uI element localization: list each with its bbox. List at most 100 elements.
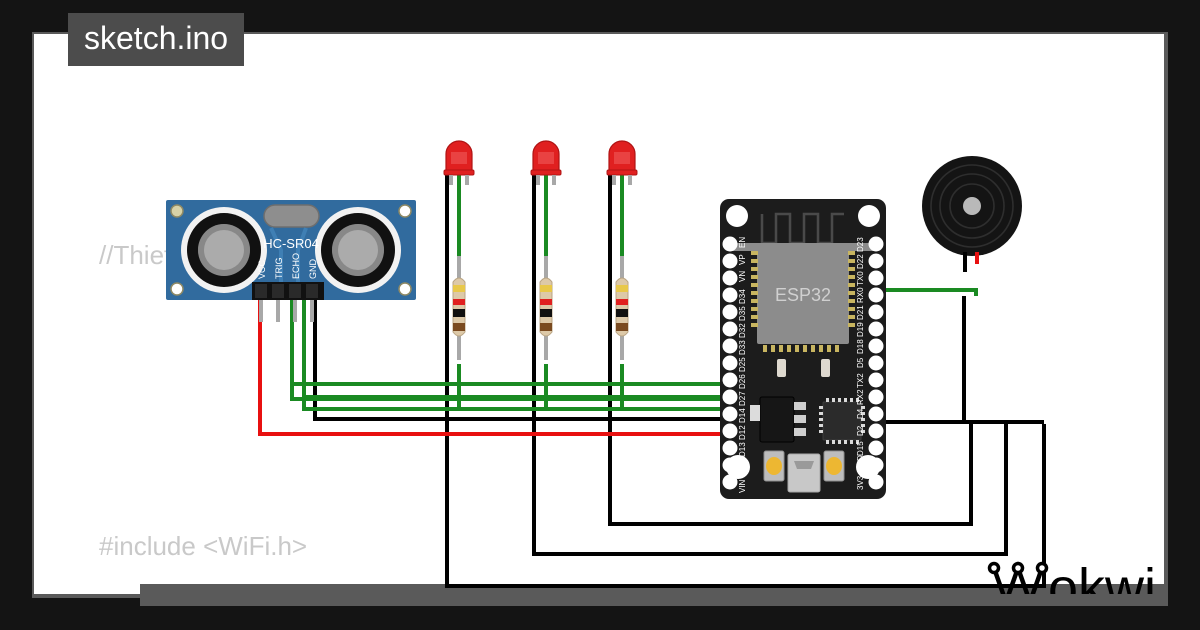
- test-pad: [821, 359, 830, 377]
- pin-D13[interactable]: [722, 440, 738, 456]
- led-flange: [530, 169, 562, 176]
- pin-label: D33: [738, 340, 747, 355]
- pin-VN[interactable]: [722, 270, 738, 286]
- bottom-scroll-bar[interactable]: [140, 584, 1168, 606]
- esp32-board[interactable]: ESP32: [720, 199, 886, 499]
- pin-D21[interactable]: [868, 304, 884, 320]
- esp32-left-pin-labels: EN VP VN D34 D35 D32 D33 D25 D26 D27 D14…: [738, 237, 747, 493]
- pin-label: D2: [856, 425, 865, 436]
- buzzer-lead-negative: [963, 252, 967, 272]
- resistor-3[interactable]: [615, 256, 629, 360]
- pin-VIN[interactable]: [722, 474, 738, 490]
- regulator-pin: [794, 415, 806, 423]
- buzzer-lead-positive: [975, 252, 979, 264]
- pin-label: RX0: [856, 287, 865, 303]
- pin-RX0[interactable]: [868, 287, 884, 303]
- resistor-2[interactable]: [539, 256, 553, 360]
- pin-label: D13: [738, 442, 747, 457]
- pin-socket: [306, 284, 318, 298]
- pin-label: D32: [738, 323, 747, 338]
- pin-D14[interactable]: [722, 406, 738, 422]
- led-1[interactable]: [443, 140, 475, 185]
- resistor-band-2: [453, 299, 465, 305]
- diagram-canvas[interactable]: //Thief Alarm #include <WiFi.h> #include…: [34, 34, 1164, 594]
- chip-pins: [819, 398, 865, 444]
- pin-3V3[interactable]: [868, 474, 884, 490]
- pin-D23[interactable]: [868, 236, 884, 252]
- led-cathode-lead: [612, 175, 616, 185]
- led-cathode-lead: [449, 175, 453, 185]
- led-flange: [606, 169, 638, 176]
- led-anode-lead: [465, 175, 469, 185]
- pin-VP[interactable]: [722, 253, 738, 269]
- pin-D15[interactable]: [868, 440, 884, 456]
- mount-hole: [398, 282, 412, 296]
- pin-D32[interactable]: [722, 321, 738, 337]
- pin-EN[interactable]: [722, 236, 738, 252]
- pin-D34[interactable]: [722, 287, 738, 303]
- resistor-band-4: [453, 323, 465, 331]
- esp32-left-pins[interactable]: [722, 236, 738, 490]
- resistor-lead: [457, 256, 461, 278]
- pin-TX2[interactable]: [868, 372, 884, 388]
- resistor-body: [615, 277, 629, 337]
- pin-D18[interactable]: [868, 338, 884, 354]
- transducer-left: [181, 207, 267, 293]
- pin-label: D21: [856, 305, 865, 320]
- resistor-lead: [544, 336, 548, 360]
- buzzer[interactable]: [922, 156, 1022, 272]
- led-2[interactable]: [530, 140, 562, 185]
- logo-text: okwi: [1048, 558, 1156, 594]
- sensor-pin-label-vcc: VCC: [257, 259, 267, 279]
- enable-button[interactable]: [823, 450, 845, 482]
- pin-label: D14: [738, 408, 747, 423]
- pin-D27[interactable]: [722, 389, 738, 405]
- pin-D26[interactable]: [722, 372, 738, 388]
- pin-socket: [289, 284, 301, 298]
- mount-hole: [170, 204, 184, 218]
- wire-led3-gnd: [608, 172, 973, 526]
- voltage-regulator: [759, 396, 795, 443]
- resistor-band-3: [453, 309, 465, 317]
- pin-D5[interactable]: [868, 355, 884, 371]
- pin-D4[interactable]: [868, 406, 884, 422]
- pin-TX0[interactable]: [868, 270, 884, 286]
- pin-label: GND: [738, 458, 747, 476]
- pin-label: D23: [856, 237, 865, 252]
- led-flange: [443, 169, 475, 176]
- pin-label: D22: [856, 254, 865, 269]
- transducer-right: [315, 207, 401, 293]
- wire-buzzer-d21: [870, 288, 978, 296]
- pin-GND-right[interactable]: [868, 457, 884, 473]
- wire-res1-d14: [457, 364, 728, 411]
- pin-D35[interactable]: [722, 304, 738, 320]
- sensor-label: HC-SR04: [263, 236, 319, 251]
- resistor-1[interactable]: [452, 256, 466, 360]
- micro-usb-port: [787, 453, 821, 493]
- circuit-diagram[interactable]: HC-SR04 VCC TRIG ECHO GND: [34, 34, 1164, 594]
- wire-overlay: [292, 382, 728, 411]
- led-3[interactable]: [606, 140, 638, 185]
- boot-button[interactable]: [763, 450, 785, 482]
- buzzer-ring: [949, 183, 995, 229]
- hcsr04-sensor[interactable]: HC-SR04 VCC TRIG ECHO GND: [166, 200, 416, 322]
- pin-D2[interactable]: [868, 423, 884, 439]
- mount-hole: [398, 204, 412, 218]
- buzzer-ring: [939, 173, 1005, 239]
- pin-D33[interactable]: [722, 338, 738, 354]
- wokwi-logo: okwi: [987, 558, 1156, 594]
- sketch-title-badge: sketch.ino: [68, 13, 245, 66]
- esp32-right-pins[interactable]: [868, 236, 884, 490]
- regulator-pin: [794, 402, 806, 410]
- pin-D19[interactable]: [868, 321, 884, 337]
- resistor-lead: [620, 256, 624, 278]
- pin-D25[interactable]: [722, 355, 738, 371]
- pin-RX2[interactable]: [868, 389, 884, 405]
- pin-D12[interactable]: [722, 423, 738, 439]
- pin-GND-left[interactable]: [722, 457, 738, 473]
- resistor-band-3: [616, 309, 628, 317]
- pin-D22[interactable]: [868, 253, 884, 269]
- resistor-band-1: [616, 285, 628, 292]
- pin-label: D18: [856, 339, 865, 354]
- pin-label: VP: [738, 254, 747, 265]
